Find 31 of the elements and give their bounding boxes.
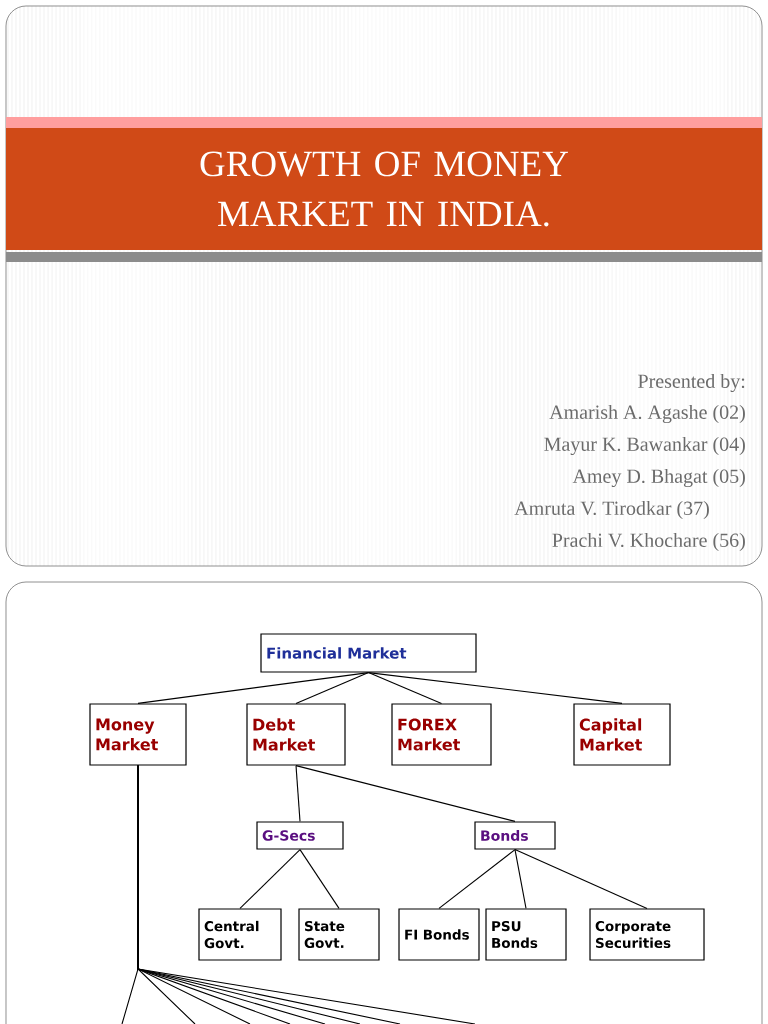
presenter-text: Mayur K. Bawankar (04) (544, 436, 745, 456)
connector-line (514, 849, 648, 909)
market-box: Financial Market (260, 633, 477, 673)
presenter-text: Amruta V. Tirodkar (37) (514, 500, 709, 520)
presenter-text: Amey D. Bhagat (05) (572, 468, 745, 488)
market-box: Central Govt. (198, 908, 282, 961)
market-box: FOREX Market (391, 703, 492, 766)
connector-line (514, 849, 527, 909)
market-box: PSU Bonds (485, 908, 567, 961)
market-box: Debt Market (246, 703, 346, 766)
connector-line (295, 765, 516, 822)
market-box: Bonds (474, 821, 556, 850)
connector-line (299, 849, 340, 909)
market-box: Capital Market (573, 703, 671, 766)
market-box: Money Market (89, 703, 187, 766)
market-box: G-Secs (256, 821, 344, 850)
connector-line (367, 672, 443, 704)
connector-line (137, 672, 370, 704)
presenter-text: Prachi V. Khochare (56) (552, 532, 745, 552)
market-box: Corporate Securities (589, 908, 705, 961)
connector-line (367, 672, 623, 704)
connector-line (295, 765, 301, 822)
slide-title: GROWTH OF MONEY MARKET IN INDIA. (200, 151, 568, 227)
presenter-text: Presented by: (638, 373, 745, 393)
connector-line (438, 849, 516, 909)
connector-line (239, 849, 301, 909)
connector-line (137, 765, 476, 1024)
market-box: State Govt. (298, 908, 380, 961)
market-box: FI Bonds (398, 908, 480, 961)
connector-line (295, 672, 370, 704)
presenter-text: Amarish A. Agashe (02) (549, 404, 745, 424)
